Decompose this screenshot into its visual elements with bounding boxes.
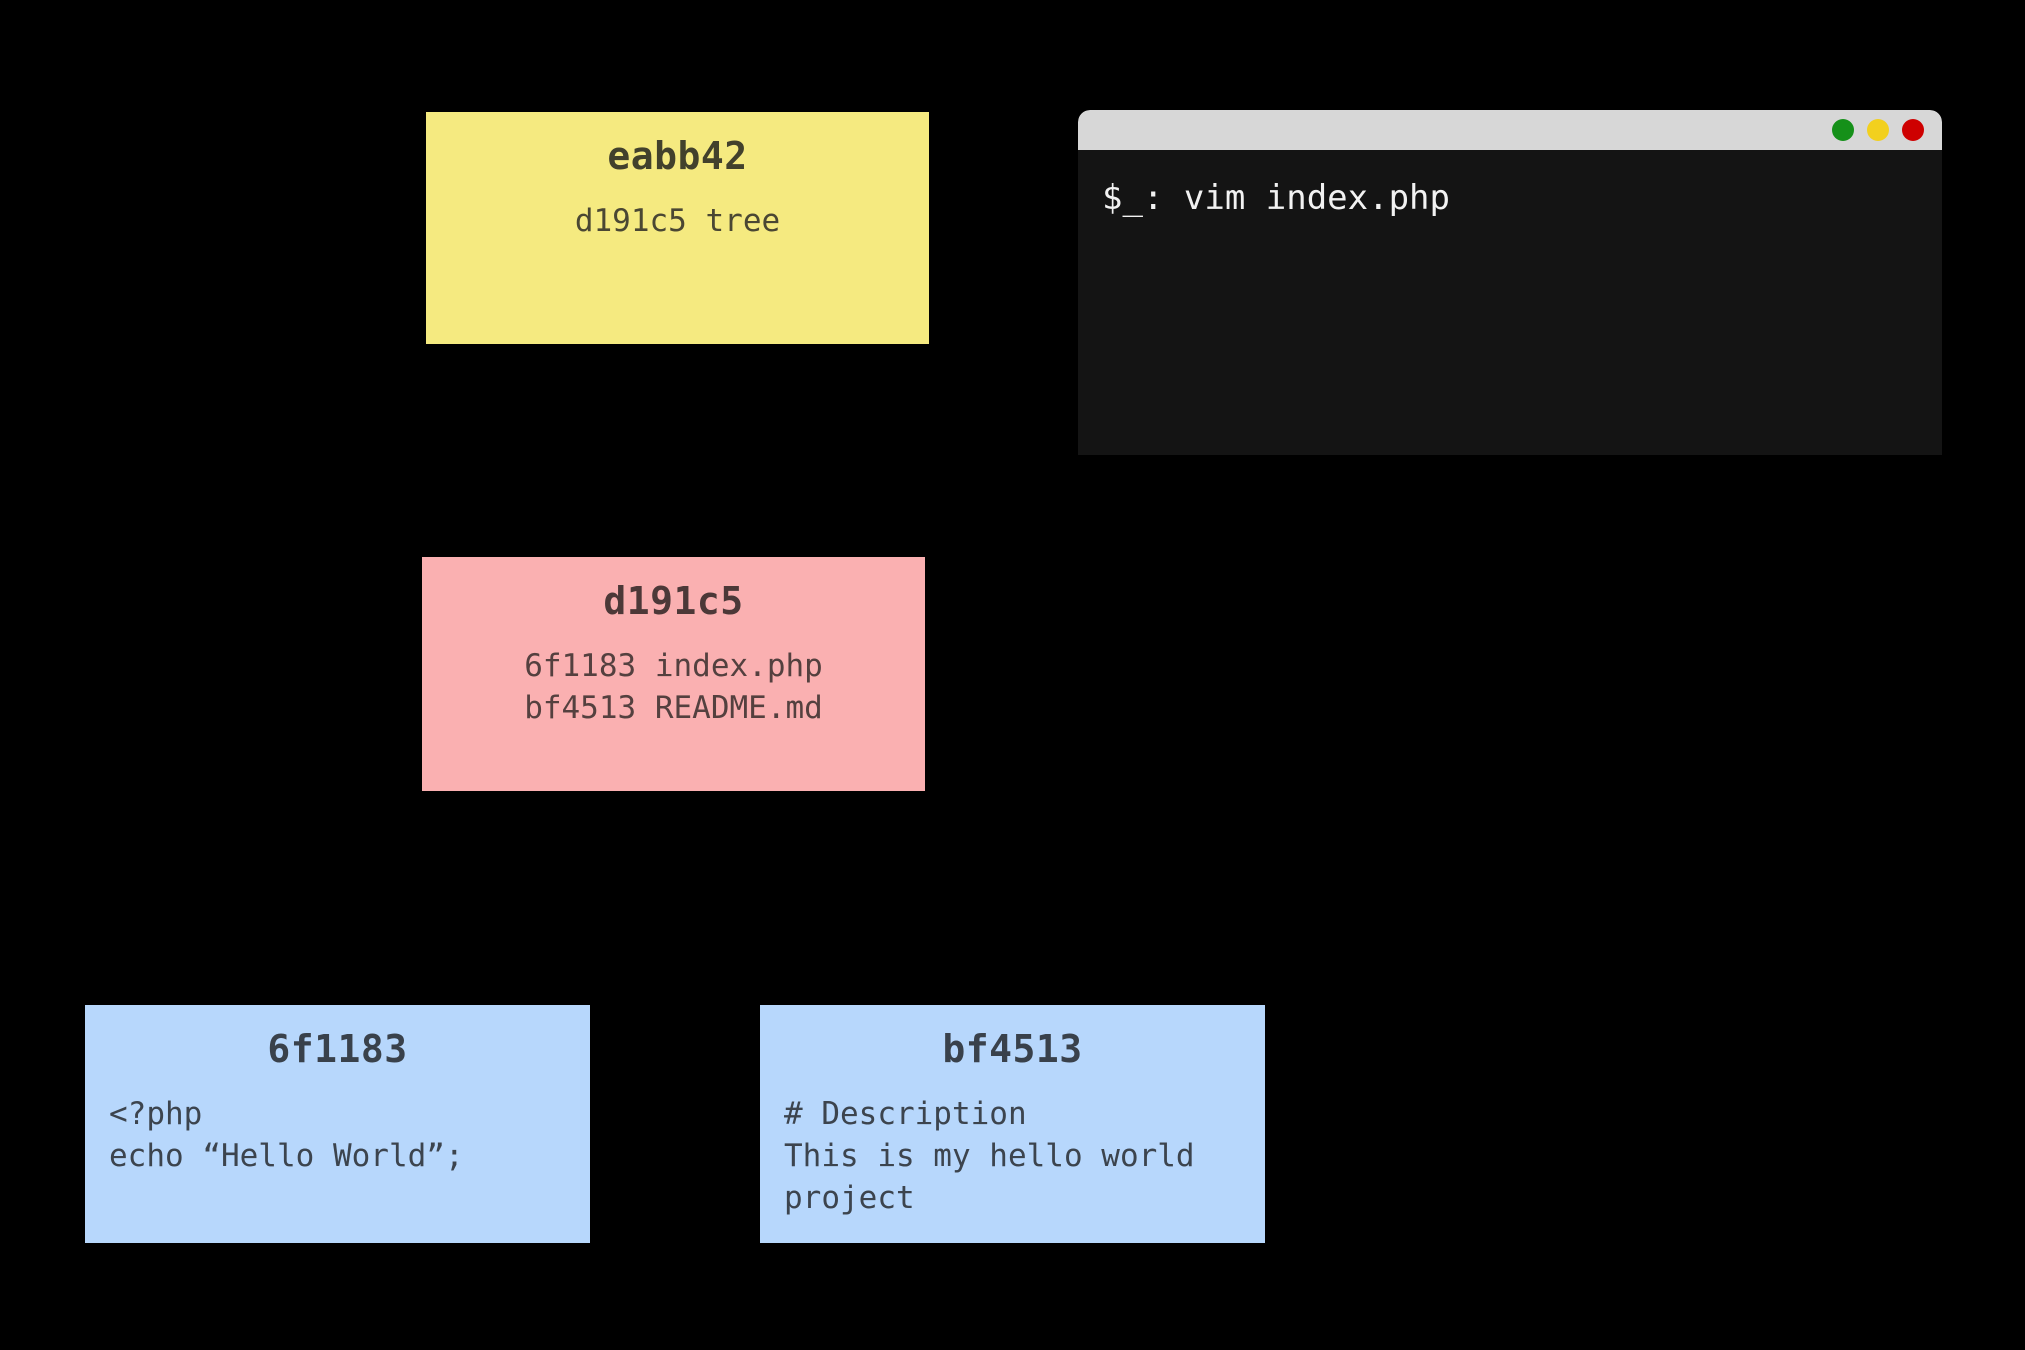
tree-object-card[interactable]: d191c5 6f1183 index.php bf4513 README.md: [422, 557, 925, 791]
close-circle-icon[interactable]: [1902, 119, 1924, 141]
terminal-window[interactable]: $_: vim index.php: [1078, 110, 1942, 455]
minimize-circle-icon[interactable]: [1832, 119, 1854, 141]
commit-object-body: d191c5 tree: [574, 203, 781, 239]
terminal-titlebar[interactable]: [1078, 110, 1942, 150]
commit-object-card[interactable]: eabb42 d191c5 tree: [426, 112, 929, 344]
maximize-circle-icon[interactable]: [1867, 119, 1889, 141]
tree-object-hash: d191c5: [603, 579, 744, 623]
blob-object-body-readme-md: # Description This is my hello world pro…: [784, 1096, 1195, 1216]
blob-object-card-index-php[interactable]: 6f1183 <?php echo “Hello World”;: [85, 1005, 590, 1243]
terminal-window-controls: [1832, 110, 1924, 150]
blob-object-hash-readme-md: bf4513: [942, 1027, 1083, 1071]
commit-object-hash: eabb42: [607, 134, 748, 178]
blob-object-card-readme-md[interactable]: bf4513 # Description This is my hello wo…: [760, 1005, 1265, 1243]
terminal-body[interactable]: $_: vim index.php: [1078, 150, 1942, 455]
blob-object-body-index-php: <?php echo “Hello World”;: [109, 1096, 464, 1174]
tree-object-body: 6f1183 index.php bf4513 README.md: [524, 648, 823, 726]
blob-object-hash-index-php: 6f1183: [267, 1027, 408, 1071]
terminal-prompt-line: $_: vim index.php: [1102, 178, 1450, 218]
